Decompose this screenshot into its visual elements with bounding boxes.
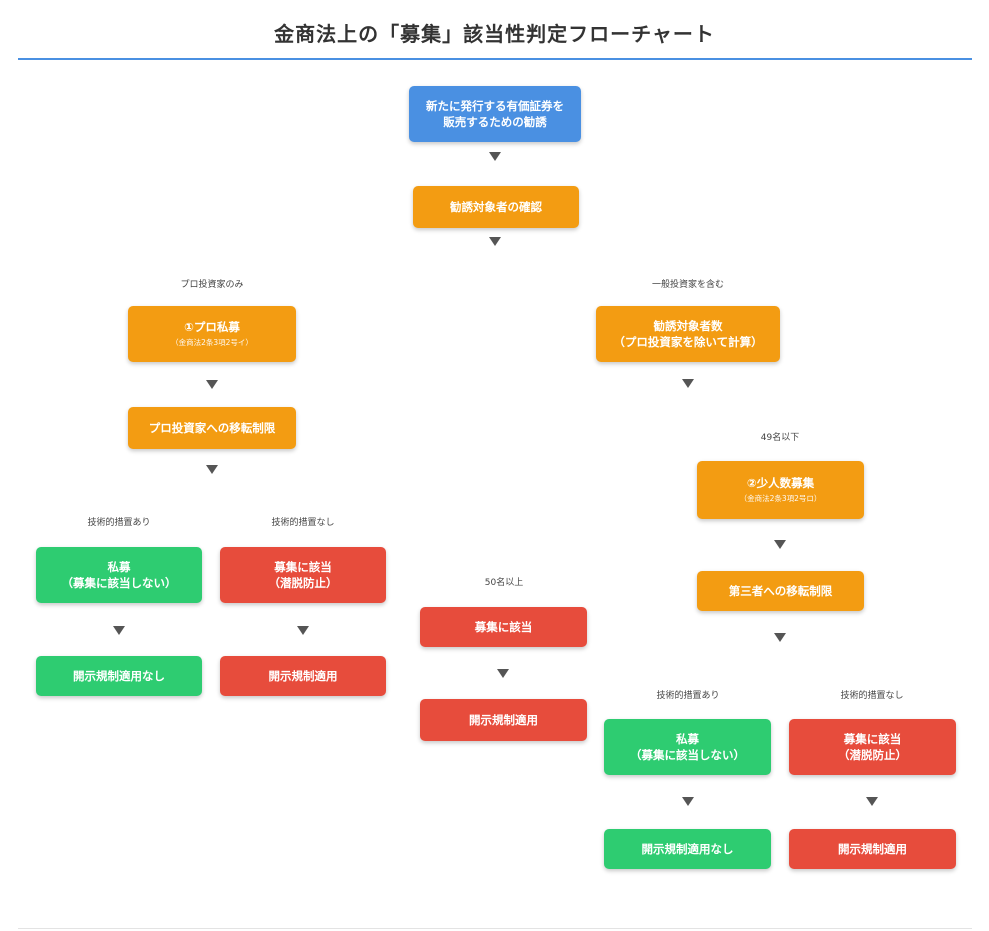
pro-yes-private-line1: 私募 [107,560,131,574]
branch-label-tech-yes-right: 技術的措置あり [656,691,720,701]
branch-label-pro-only: プロ投資家のみ [180,280,244,290]
small-no-disclosure-node: 開示規制適用 [789,829,956,869]
arrow-down [489,152,501,161]
bottom-divider [18,928,972,929]
small-no-disclosure-text: 開示規制適用 [838,842,907,856]
count-line1: 勧誘対象者数 [653,319,723,333]
pro-no-offering-line2: （潜脱防止） [268,576,338,590]
arrow-down [497,669,509,678]
small-no-offering-line2: （潜脱防止） [838,748,907,762]
small-no-offering-node: 募集に該当 （潜脱防止） [789,719,956,775]
small-yes-private-node: 私募 （募集に該当しない） [604,719,771,775]
pro-yes-private-node: 私募 （募集に該当しない） [36,547,202,603]
small-yes-disclosure-node: 開示規制適用なし [604,829,771,869]
count-node: 勧誘対象者数 （プロ投資家を除いて計算） [596,306,780,362]
pro-private-title: ①プロ私募 [184,320,240,334]
arrow-down [682,379,694,388]
pro-no-disclosure-node: 開示規制適用 [220,656,386,696]
pro-transfer-node: プロ投資家への移転制限 [128,407,296,449]
branch-label-tech-no-right: 技術的措置なし [840,691,904,701]
page-title: 金商法上の「募集」該当性判定フローチャート [274,22,715,46]
confirm-node-text: 勧誘対象者の確認 [450,200,542,214]
branch-label-includes-general: 一般投資家を含む [651,280,725,290]
confirm-node: 勧誘対象者の確認 [413,186,579,228]
branch-label-under49: 49名以下 [760,433,800,443]
pro-transfer-text: プロ投資家への移転制限 [148,421,276,435]
pro-yes-private-line2: （募集に該当しない） [61,576,177,590]
small-transfer-node: 第三者への移転制限 [697,571,864,611]
small-offering-title: ②少人数募集 [746,476,815,490]
pro-private-law-ref: （金商法2条3項2号イ） [171,338,253,347]
arrow-down [489,237,501,246]
arrow-down [774,540,786,549]
title-divider [18,58,972,60]
arrow-down [866,797,878,806]
branch-label-tech-yes-left: 技術的措置あり [87,518,151,528]
arrow-down [113,626,125,635]
small-transfer-text: 第三者への移転制限 [728,584,833,598]
over50-disclosure-text: 開示規制適用 [469,713,538,727]
start-node-line1: 新たに発行する有価証券を [426,99,564,113]
pro-yes-disclosure-node: 開示規制適用なし [36,656,202,696]
count-line2: （プロ投資家を除いて計算） [613,335,763,349]
over50-disclosure-node: 開示規制適用 [420,699,587,741]
small-yes-disclosure-text: 開示規制適用なし [641,842,734,856]
start-node-line2: 販売するための勧誘 [443,115,547,129]
arrow-down [206,465,218,474]
pro-private-node: ①プロ私募 （金商法2条3項2号イ） [128,306,296,362]
small-offering-law-ref: （金商法2条3項2号ロ） [739,494,822,503]
pro-no-offering-node: 募集に該当 （潜脱防止） [220,547,386,603]
start-node: 新たに発行する有価証券を 販売するための勧誘 [409,86,581,142]
over50-offering-text: 募集に該当 [474,620,533,634]
arrow-down [297,626,309,635]
arrow-down [206,380,218,389]
over50-offering-node: 募集に該当 [420,607,587,647]
pro-yes-disclosure-text: 開示規制適用なし [73,669,165,683]
small-yes-private-line1: 私募 [676,732,699,746]
pro-no-offering-line1: 募集に該当 [274,560,332,574]
branch-label-over50: 50名以上 [484,578,524,588]
arrow-down [774,633,786,642]
branch-label-tech-no-left: 技術的措置なし [271,518,335,528]
small-no-offering-line1: 募集に該当 [843,732,902,746]
pro-no-disclosure-text: 開示規制適用 [268,669,338,683]
small-offering-node: ②少人数募集 （金商法2条3項2号ロ） [697,461,864,519]
small-yes-private-line2: （募集に該当しない） [630,748,745,762]
arrow-down [682,797,694,806]
